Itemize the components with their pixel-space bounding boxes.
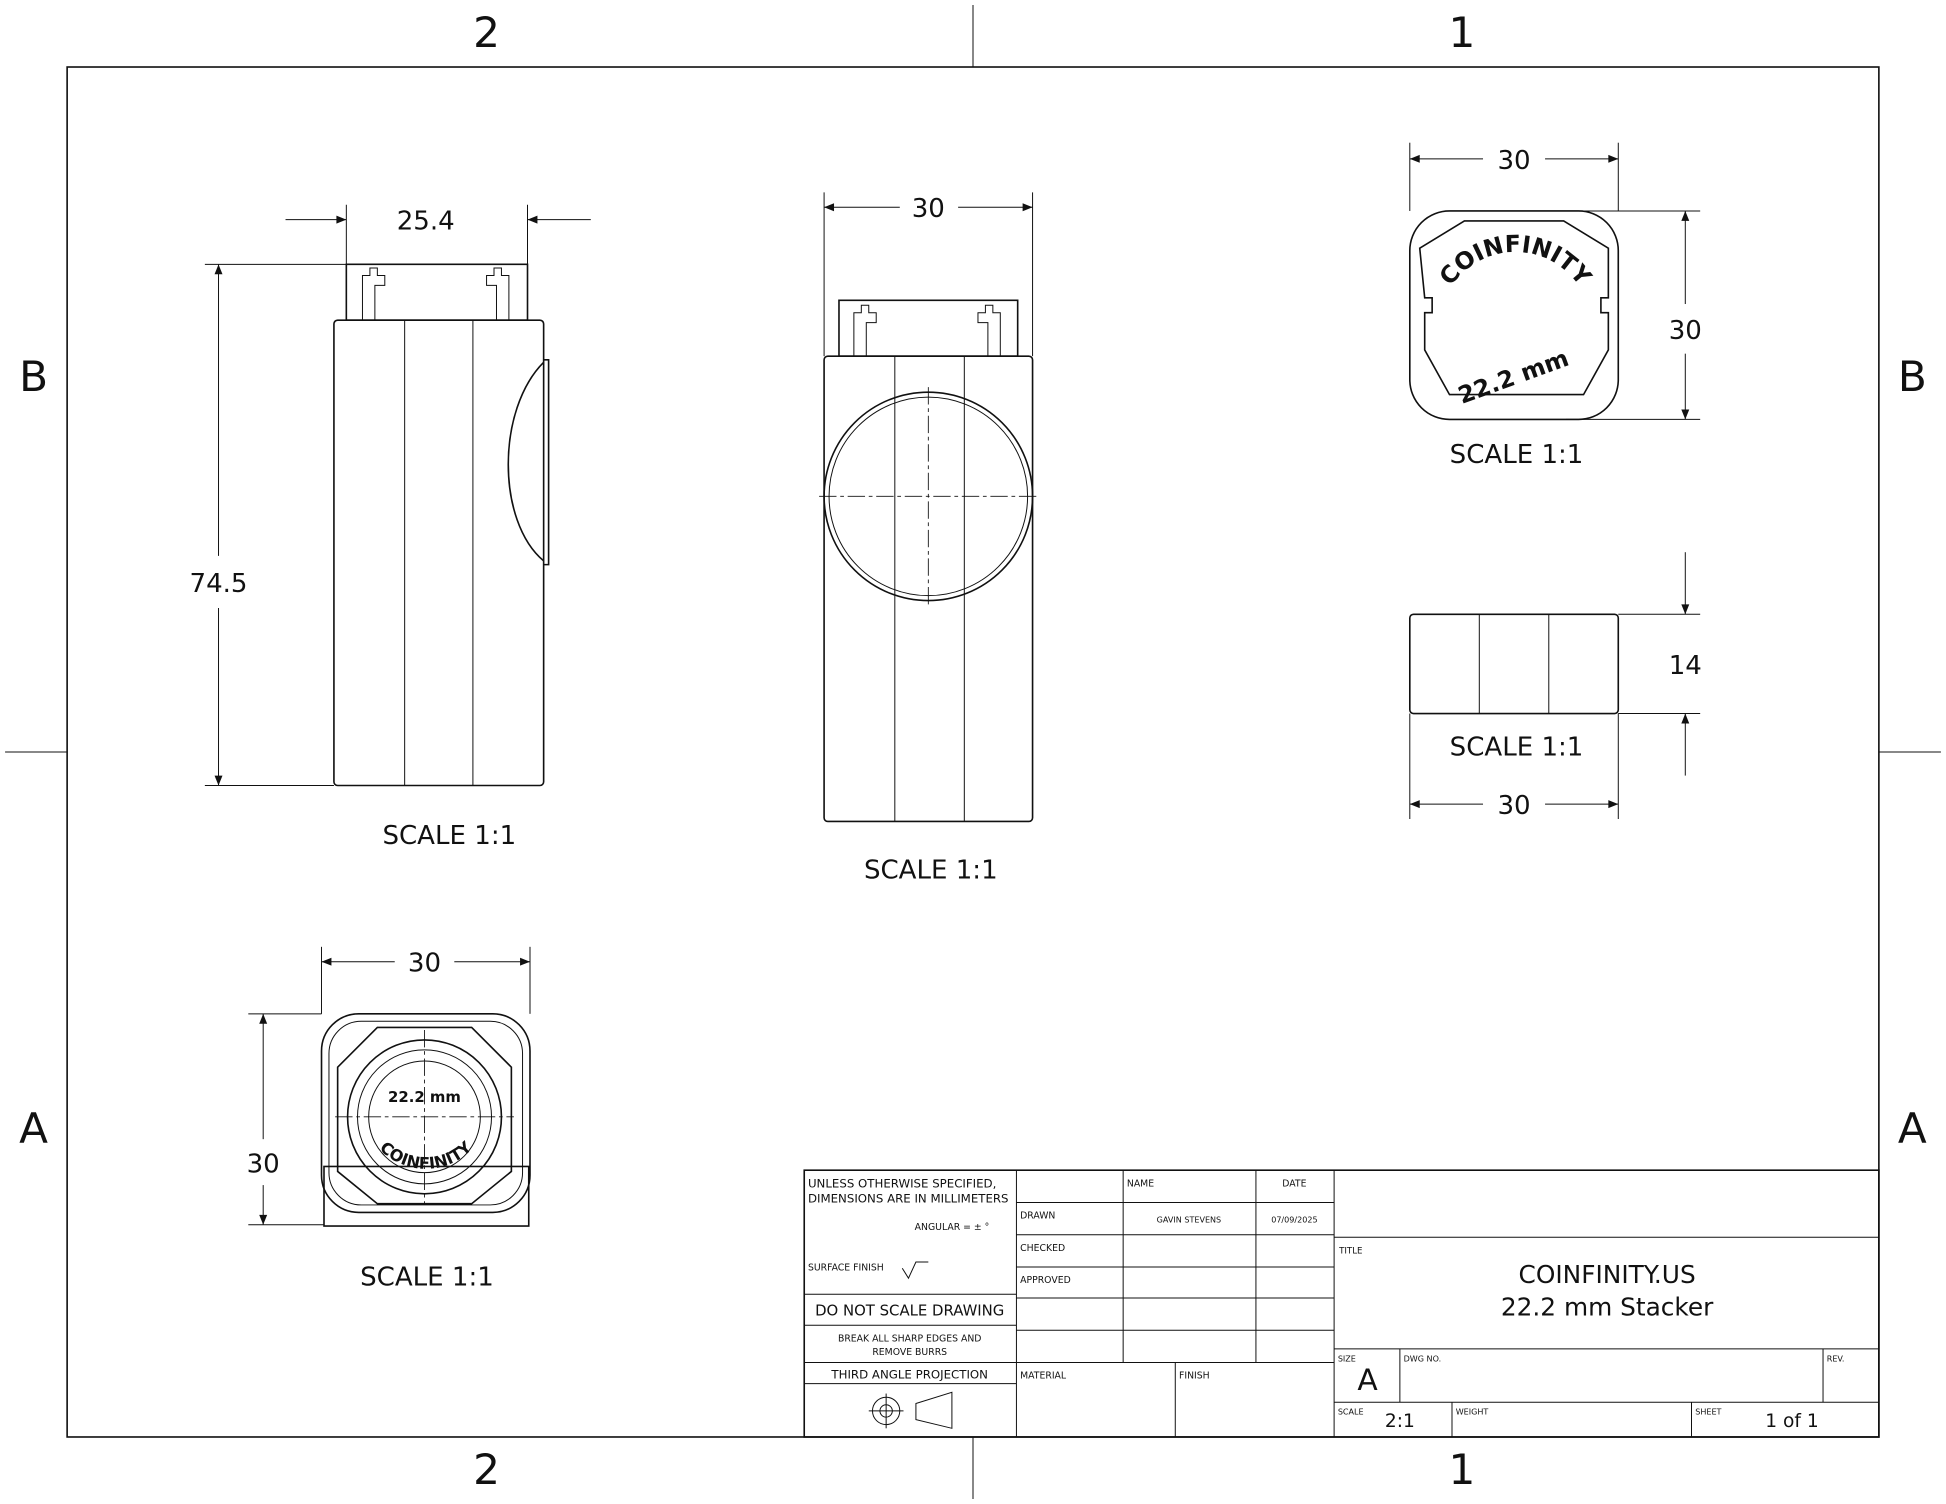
dimension-width: 25.4 — [397, 207, 455, 237]
zone-label: 2 — [473, 8, 500, 57]
bottom-view: 22.2 mm COINFINITY 30 30 SCALE 1:1 — [247, 946, 531, 1293]
svg-text:COINFINITY: COINFINITY — [1434, 230, 1598, 291]
date-header: DATE — [1282, 1178, 1306, 1189]
zone-ticks — [5, 4, 1941, 1500]
top-view: COINFINITY 22.2 mm 30 30 SCALE 1:1 — [1408, 142, 1702, 470]
dimension-height: 30 — [1669, 316, 1702, 346]
zone-label: 1 — [1449, 1445, 1476, 1494]
dimension-width: 30 — [912, 194, 945, 224]
front-view: 30 SCALE 1:1 — [819, 192, 1041, 886]
view-scale-label: SCALE 1:1 — [382, 821, 516, 851]
drawn-name: GAVIN STEVENS — [1157, 1215, 1222, 1224]
surface-finish-symbol — [901, 1261, 929, 1280]
zone-label: A — [1898, 1104, 1927, 1153]
drawing-subtitle: 22.2 mm Stacker — [1501, 1292, 1714, 1321]
size-value: A — [1357, 1363, 1378, 1398]
spec-note: DIMENSIONS ARE IN MILLIMETERS — [808, 1191, 1009, 1205]
break-edges-note: BREAK ALL SHARP EDGES AND — [838, 1333, 982, 1344]
title-label: TITLE — [1338, 1246, 1362, 1256]
engraving-text: 22.2 mm — [388, 1088, 461, 1106]
engraving-text: 22.2 mm — [1454, 344, 1572, 410]
third-angle-projection-icon — [868, 1391, 953, 1429]
engraving-text: COINFINITY — [1434, 230, 1598, 291]
dwg-no-label: DWG NO. — [1404, 1354, 1442, 1363]
rev-label: REV. — [1827, 1354, 1845, 1363]
projection-label: THIRD ANGLE PROJECTION — [830, 1368, 988, 1382]
dimension-height: 14 — [1669, 651, 1702, 681]
zone-label: B — [19, 352, 48, 401]
view-scale-label: SCALE 1:1 — [864, 856, 998, 886]
view-scale-label: SCALE 1:1 — [1450, 440, 1584, 470]
title-block: UNLESS OTHERWISE SPECIFIED, DIMENSIONS A… — [803, 1169, 1880, 1438]
drawing-title: COINFINITY.US — [1519, 1260, 1696, 1289]
spec-note: UNLESS OTHERWISE SPECIFIED, — [808, 1177, 996, 1191]
dimension-height: 30 — [247, 1150, 280, 1180]
engraving-text: COINFINITY — [376, 1137, 475, 1172]
view-scale-label: SCALE 1:1 — [1450, 733, 1584, 763]
surface-finish-label: SURFACE FINISH — [808, 1263, 884, 1274]
scale-label: SCALE — [1338, 1408, 1364, 1417]
approved-label: APPROVED — [1020, 1275, 1071, 1286]
view-scale-label: SCALE 1:1 — [360, 1263, 494, 1293]
sheet-label: SHEET — [1695, 1408, 1721, 1417]
angular-tolerance: ANGULAR = ± ° — [915, 1222, 990, 1233]
drawn-label: DRAWN — [1020, 1211, 1055, 1222]
cap-view: 14 30 SCALE 1:1 — [1408, 552, 1702, 821]
svg-text:COINFINITY: COINFINITY — [376, 1137, 475, 1172]
size-label: SIZE — [1338, 1354, 1356, 1363]
zone-label: B — [1898, 352, 1927, 401]
scale-value: 2:1 — [1385, 1411, 1415, 1432]
dimension-width: 30 — [1497, 146, 1530, 176]
drawn-date: 07/09/2025 — [1271, 1215, 1317, 1224]
finish-label: FINISH — [1179, 1371, 1210, 1382]
dimension-width: 30 — [1497, 791, 1530, 821]
side-view: 25.4 74.5 SCALE 1:1 — [190, 204, 591, 851]
break-edges-note: REMOVE BURRS — [872, 1347, 947, 1358]
name-header: NAME — [1127, 1178, 1154, 1189]
do-not-scale-note: DO NOT SCALE DRAWING — [815, 1301, 1004, 1319]
zone-label: A — [19, 1104, 48, 1153]
zone-label: 2 — [473, 1445, 500, 1494]
weight-label: WEIGHT — [1456, 1408, 1489, 1417]
zone-label: 1 — [1449, 8, 1476, 57]
checked-label: CHECKED — [1020, 1243, 1065, 1254]
dimension-width: 30 — [408, 949, 441, 979]
sheet-value: 1 of 1 — [1765, 1411, 1818, 1432]
dimension-height: 74.5 — [190, 569, 248, 599]
material-label: MATERIAL — [1020, 1371, 1067, 1382]
